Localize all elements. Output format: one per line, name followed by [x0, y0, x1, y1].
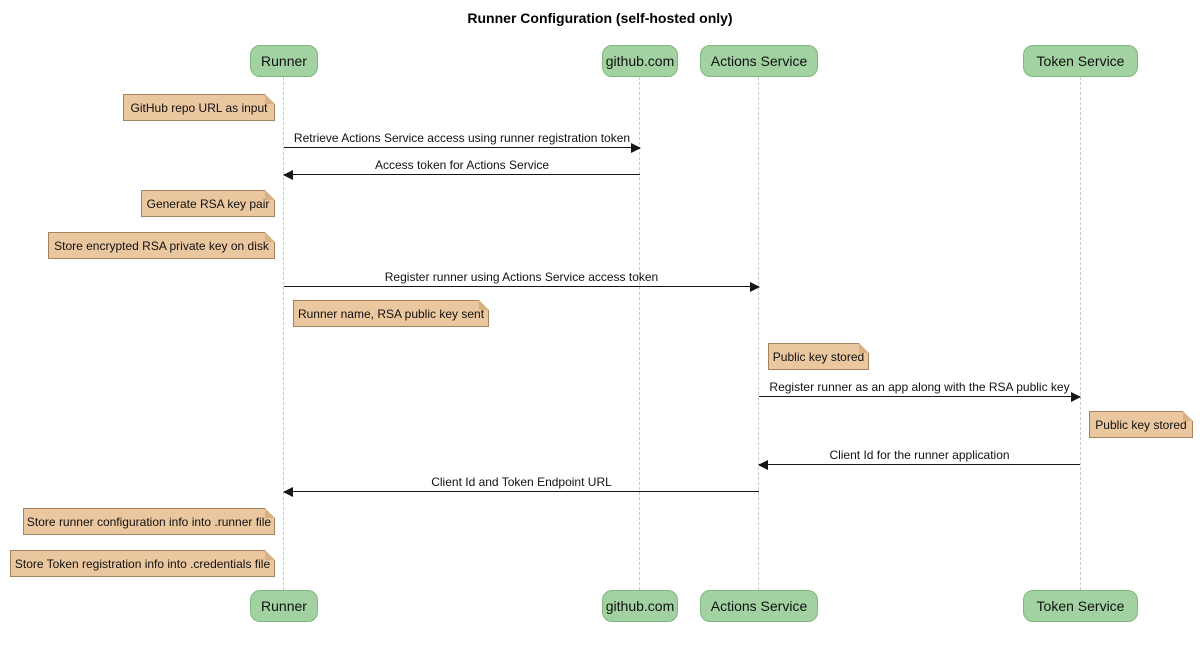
arrowhead-right-icon	[1071, 392, 1081, 402]
note-public-key-stored-actions-service: Public key stored	[768, 343, 869, 370]
note-store-encrypted-rsa-key: Store encrypted RSA private key on disk	[48, 232, 275, 259]
note-text: Runner name, RSA public key sent	[297, 306, 485, 321]
lifeline-token-service	[1080, 77, 1081, 590]
note-fold-icon	[859, 343, 869, 353]
note-fold-icon	[265, 94, 275, 104]
note-text: Store runner configuration info into .ru…	[26, 514, 272, 529]
note-public-key-stored-token-service: Public key stored	[1089, 411, 1193, 438]
note-fold-icon	[265, 508, 275, 518]
message-label: Access token for Actions Service	[374, 158, 550, 172]
note-text: GitHub repo URL as input	[130, 100, 268, 115]
arrowhead-right-icon	[750, 282, 760, 292]
participant-token-service-top: Token Service	[1023, 45, 1138, 77]
message-line	[284, 282, 760, 292]
note-text: Public key stored	[1095, 417, 1187, 432]
note-text: Store Token registration info into .cred…	[14, 556, 271, 571]
participant-actions-service-bottom: Actions Service	[700, 590, 818, 622]
participant-actions-service-top: Actions Service	[700, 45, 818, 77]
message-line	[284, 143, 641, 153]
message-label: Register runner using Actions Service ac…	[384, 270, 659, 284]
message-retrieve-actions-access: Retrieve Actions Service access using ru…	[284, 131, 641, 153]
message-line	[759, 392, 1081, 402]
message-client-id-runner-application: Client Id for the runner application	[758, 448, 1080, 470]
arrowhead-left-icon	[283, 487, 293, 497]
message-line	[283, 487, 759, 497]
message-label: Retrieve Actions Service access using ru…	[293, 131, 631, 145]
participant-token-service-bottom: Token Service	[1023, 590, 1138, 622]
participant-runner-bottom: Runner	[250, 590, 318, 622]
participant-github-com-bottom: github.com	[602, 590, 678, 622]
note-runner-name-public-key-sent: Runner name, RSA public key sent	[293, 300, 489, 327]
note-github-repo-url-input: GitHub repo URL as input	[123, 94, 275, 121]
message-label: Client Id and Token Endpoint URL	[431, 475, 612, 489]
note-text: Public key stored	[772, 349, 865, 364]
note-text: Store encrypted RSA private key on disk	[54, 238, 269, 253]
note-fold-icon	[265, 190, 275, 200]
message-access-token: Access token for Actions Service	[283, 158, 640, 180]
message-line	[758, 460, 1080, 470]
note-fold-icon	[265, 232, 275, 242]
participant-github-com-top: github.com	[602, 45, 678, 77]
message-register-runner: Register runner using Actions Service ac…	[284, 270, 760, 292]
message-register-runner-as-app: Register runner as an app along with the…	[759, 380, 1081, 402]
message-label: Client Id for the runner application	[829, 448, 1010, 462]
lifeline-runner	[283, 77, 284, 590]
arrowhead-left-icon	[283, 170, 293, 180]
message-label: Register runner as an app along with the…	[769, 380, 1070, 394]
note-fold-icon	[265, 550, 275, 560]
lifeline-actions-service	[758, 77, 759, 590]
participant-runner-top: Runner	[250, 45, 318, 77]
message-line	[283, 170, 640, 180]
note-generate-rsa-key-pair: Generate RSA key pair	[141, 190, 275, 217]
arrowhead-right-icon	[631, 143, 641, 153]
lifeline-github-com	[639, 77, 640, 590]
note-store-token-registration: Store Token registration info into .cred…	[10, 550, 275, 577]
diagram-title: Runner Configuration (self-hosted only)	[467, 10, 733, 26]
arrowhead-left-icon	[758, 460, 768, 470]
message-client-id-token-endpoint: Client Id and Token Endpoint URL	[283, 475, 759, 497]
note-text: Generate RSA key pair	[146, 196, 270, 211]
note-store-runner-configuration: Store runner configuration info into .ru…	[23, 508, 275, 535]
note-fold-icon	[479, 300, 489, 310]
note-fold-icon	[1183, 411, 1193, 421]
